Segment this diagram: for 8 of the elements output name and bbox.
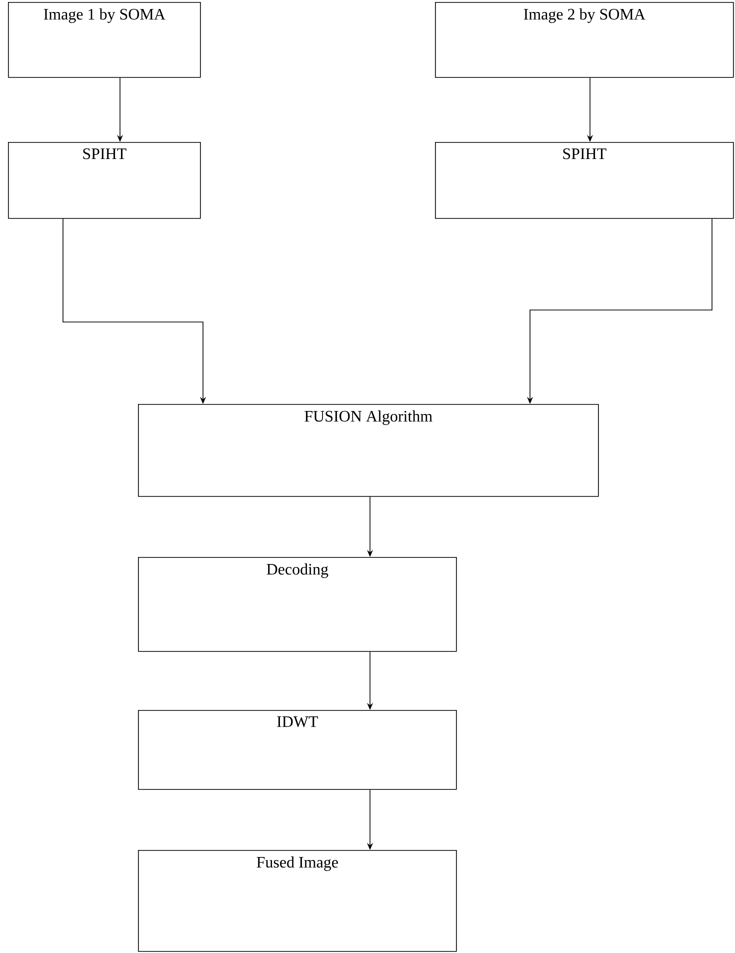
process-box: Image 1 by SOMA xyxy=(8,2,201,78)
process-box: Image 2 by SOMA xyxy=(435,2,734,78)
process-box: IDWT xyxy=(138,710,457,790)
process-box: Decoding xyxy=(138,557,457,652)
process-box: FUSION Algorithm xyxy=(138,404,599,497)
process-box: SPIHT xyxy=(8,142,201,219)
process-box: Fused Image xyxy=(138,850,457,952)
process-box: SPIHT xyxy=(435,142,734,219)
